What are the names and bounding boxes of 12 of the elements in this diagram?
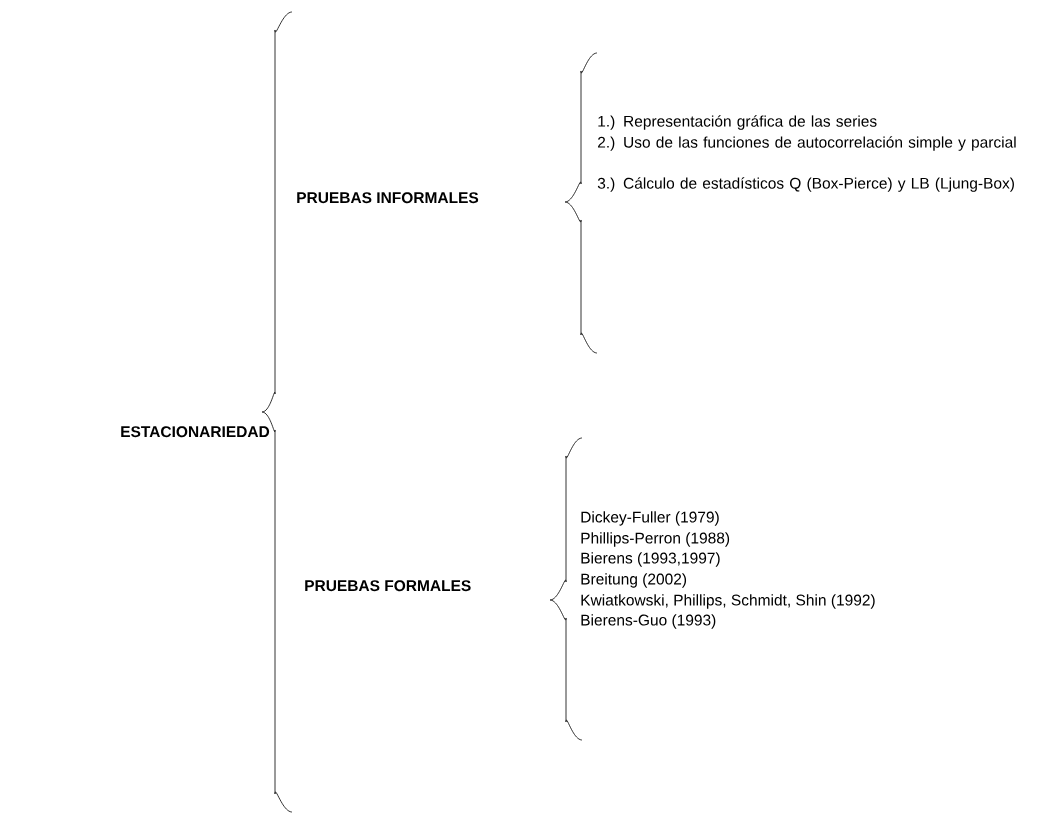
heading-text: ESTACIONARIEDAD xyxy=(121,426,270,438)
list-item: Bierens (1993,1997) xyxy=(581,552,720,567)
heading-text: PRUEBAS FORMALES xyxy=(305,580,471,592)
list-item: Phillips-Perron (1988) xyxy=(581,532,730,547)
list-item: Bierens-Guo (1993) xyxy=(581,614,716,629)
list-item: 3.) Cálculo de estadísticos Q (Box-Pierce) y LB (Ljung-Box) xyxy=(597,177,1014,192)
list-item: Breitung (2002) xyxy=(581,573,687,588)
list-item: 2.) Uso de las funciones de autocorrelación simple y parcial xyxy=(598,136,1016,151)
list-item: Dickey-Fuller (1979) xyxy=(581,511,719,526)
list-item: 1.) Representación gráfica de las series xyxy=(598,115,877,130)
heading-text: PRUEBAS INFORMALES xyxy=(297,192,479,204)
list-item: Kwiatkowski, Phillips, Schmidt, Shin (1992) xyxy=(581,594,875,609)
